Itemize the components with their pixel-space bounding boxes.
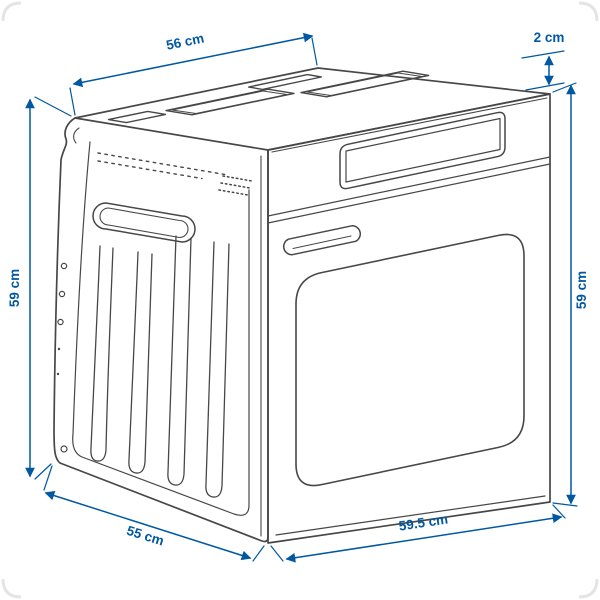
dimension-annotations: 56 cm 2 cm 59 cm 59 cm [7, 30, 589, 563]
dimension-label-height-right: 59 cm [574, 271, 589, 309]
dimension-arrow-top-depth [72, 32, 314, 88]
dimension-height-right: 59 cm [552, 82, 589, 507]
oven-line-art [53, 67, 551, 544]
display-window-bezel [339, 111, 506, 190]
vent-opening-right-inner [306, 72, 423, 97]
emboss-rib-3 [167, 235, 192, 486]
corner-mark-top-right [578, 1, 599, 22]
control-panel [267, 97, 551, 224]
dimension-height-left: 59 cm [7, 96, 72, 480]
vent-opening-small [107, 110, 167, 124]
left-panel-details [56, 127, 262, 537]
extension-line [525, 82, 565, 91]
emboss-rib-4 [205, 241, 230, 498]
panel-door-separation-upper [267, 156, 551, 217]
back-edge-screw-3 [57, 318, 64, 326]
dimension-front-width: 59.5 cm [270, 504, 566, 563]
oven-left-side-panel [53, 117, 269, 543]
extension-line [252, 545, 265, 562]
vent-opening-right [300, 70, 430, 98]
door-handle [282, 224, 362, 256]
extension-line [311, 37, 318, 66]
emboss-rib-2 [128, 251, 153, 474]
dimension-label-frame-overhang: 2 cm [534, 30, 565, 45]
door-glass-window [295, 233, 525, 487]
corner-mark-top-left [1, 1, 22, 22]
side-handle-cutout [92, 202, 196, 243]
dimension-top-depth: 56 cm [69, 30, 318, 116]
extension-line [521, 50, 565, 59]
vent-opening-back [248, 73, 322, 91]
rolled-edge-curl [73, 127, 80, 144]
dimension-label-front-width: 59.5 cm [398, 511, 449, 533]
oven-door [275, 224, 546, 536]
back-edge-dot-2 [56, 372, 60, 376]
extension-line [552, 504, 566, 519]
back-edge-dot-1 [57, 347, 61, 351]
extension-line [43, 465, 53, 491]
extension-line [552, 502, 578, 507]
control-panel-rim-line [271, 97, 548, 153]
speaker-dot-row-2 [220, 182, 251, 189]
back-edge-screw-2 [58, 290, 66, 298]
dimension-arrow-front-width [285, 513, 563, 563]
vent-opening-left-inner [171, 90, 288, 115]
extension-line [34, 463, 52, 480]
speaker-dot-row-3 [218, 189, 249, 196]
speaker-dot-row-1 [222, 175, 253, 182]
panel-door-separation-lower [267, 163, 551, 224]
dimension-label-top-depth: 56 cm [165, 30, 206, 52]
door-handle-inner-line [292, 235, 352, 249]
side-handle-cutout-inner [99, 207, 189, 239]
extension-line [270, 545, 284, 562]
display-window-screen [345, 117, 501, 183]
dimension-label-height-left: 59 cm [7, 269, 22, 307]
dimension-frame-overhang: 2 cm [521, 30, 565, 91]
oven-front-face [267, 93, 551, 544]
extension-line [69, 87, 76, 116]
dimension-label-base-depth: 55 cm [125, 523, 166, 549]
vent-opening-left [165, 88, 295, 116]
extension-line [552, 82, 577, 93]
perforation-dash-row-1 [97, 152, 229, 176]
emboss-rib-1 [90, 245, 114, 462]
bottom-corner-fitting [60, 445, 68, 453]
perforation-dash-row-2 [97, 160, 203, 180]
extension-line [34, 96, 72, 117]
dimension-arrow-base-depth [44, 490, 252, 561]
corner-mark-bottom-left [1, 578, 22, 599]
corner-mark-bottom-right [578, 578, 599, 599]
back-edge-screw-1 [60, 262, 68, 270]
